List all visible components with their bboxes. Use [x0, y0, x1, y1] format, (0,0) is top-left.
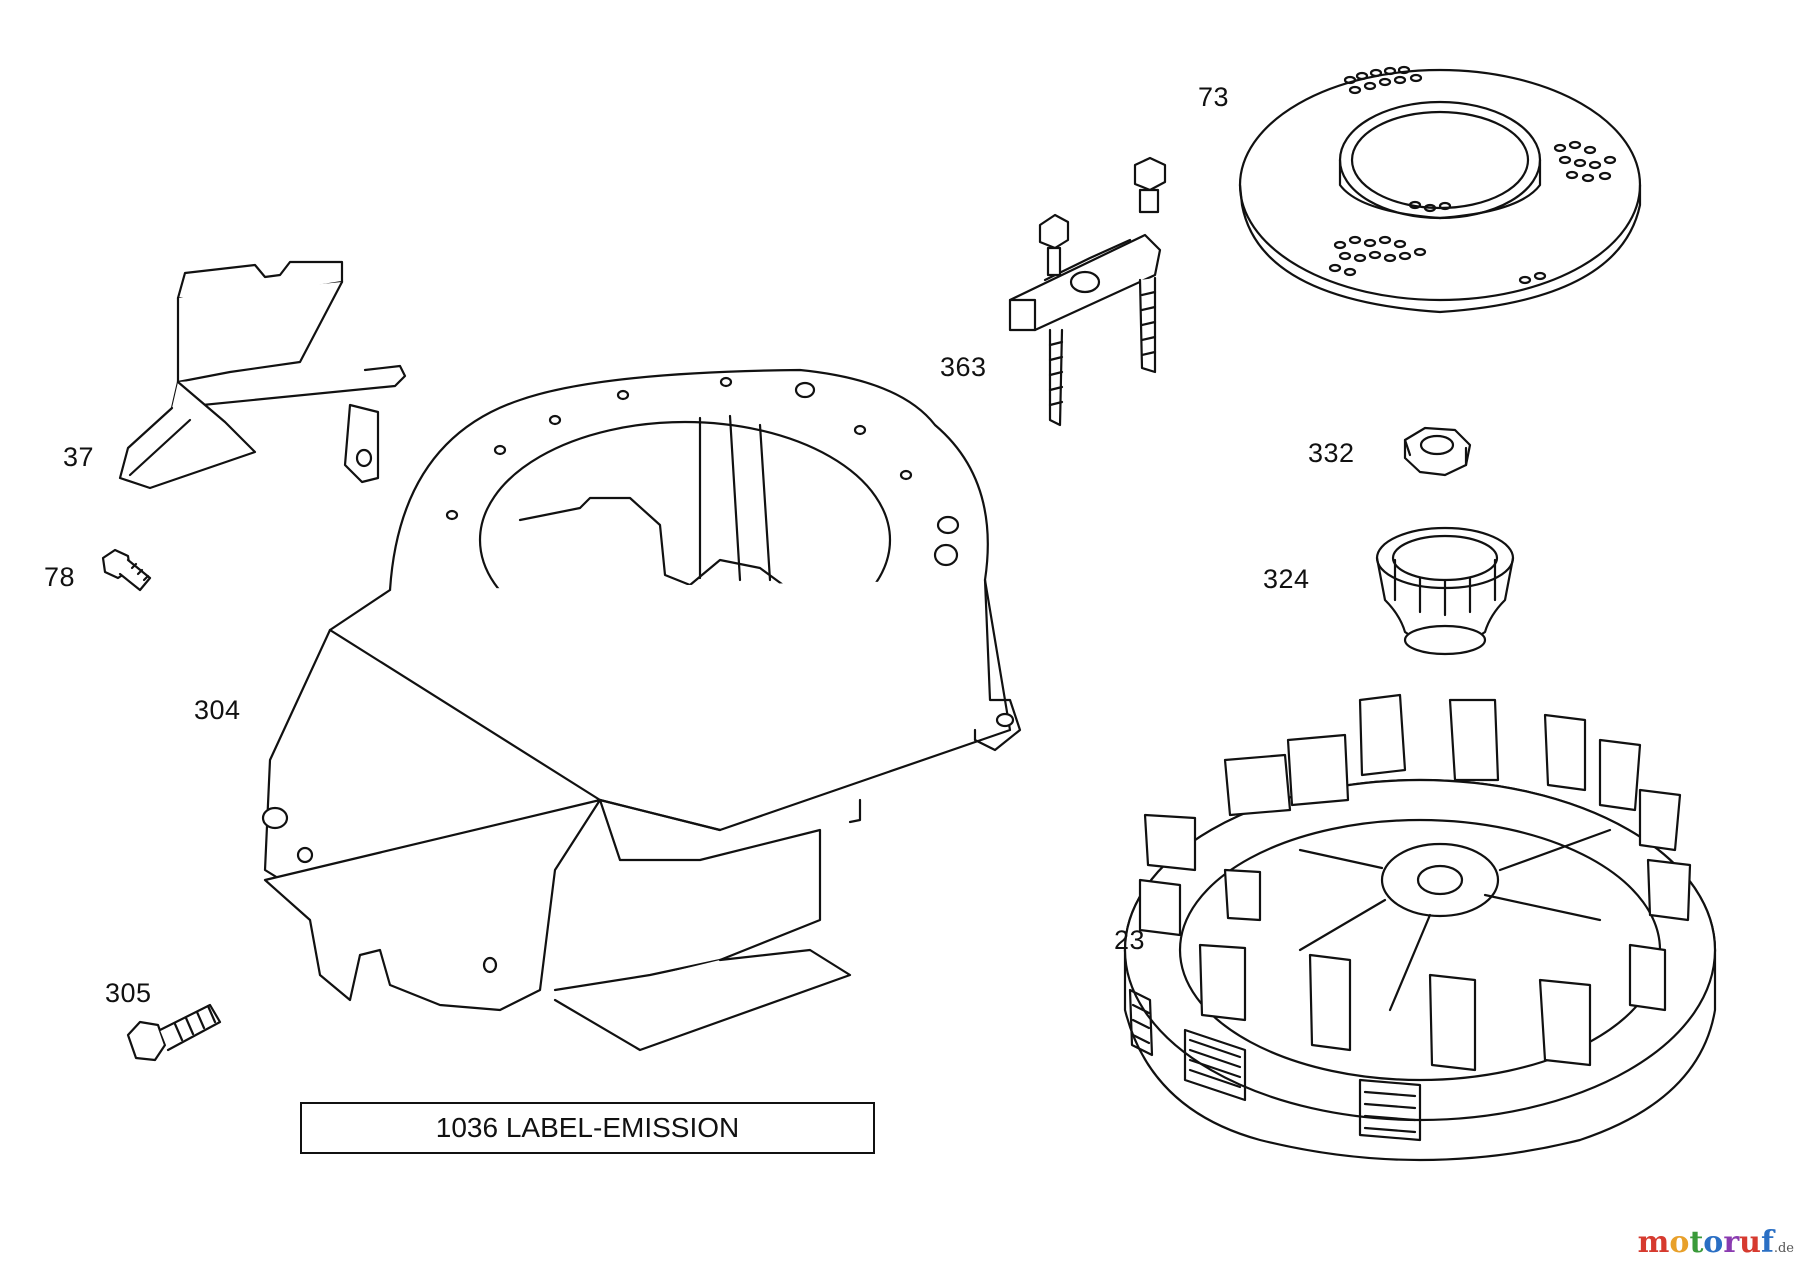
part-number-363: 363	[940, 352, 987, 382]
brake-bracket	[1008, 156, 1167, 427]
rotating-screen	[1238, 65, 1642, 314]
watermark-letter: o	[1703, 1225, 1724, 1260]
part-number-37: 37	[63, 442, 95, 472]
emission-label-callout: 1036 LABEL-EMISSION	[300, 1102, 875, 1154]
hex-nut	[1403, 426, 1472, 477]
flywheel-grille	[1128, 988, 1422, 1142]
watermark-letter: u	[1739, 1225, 1761, 1260]
flywheel	[1123, 693, 1717, 1162]
part-number-332: 332	[1308, 438, 1355, 468]
part-number-304: 304	[194, 695, 241, 725]
deflector-shield	[118, 260, 407, 490]
watermark-suffix: .de	[1773, 1241, 1794, 1256]
flywheel-fins	[1138, 693, 1692, 1072]
hex-bolt-small	[101, 548, 152, 592]
watermark-letter: o	[1669, 1225, 1690, 1260]
starter-cup	[1375, 526, 1515, 656]
part-number-305: 305	[105, 978, 152, 1008]
part-number-23: 23	[1114, 925, 1146, 955]
part-number-73: 73	[1198, 82, 1230, 112]
hex-bolt-large	[126, 1003, 222, 1062]
watermark-letter: r	[1723, 1225, 1740, 1260]
emission-label-text: 1036 LABEL-EMISSION	[435, 1112, 740, 1143]
part-number-78: 78	[44, 562, 76, 592]
screen-perforations	[1328, 65, 1617, 285]
part-number-324: 324	[1263, 564, 1310, 594]
blower-housing	[261, 368, 1022, 1052]
watermark-letter: m	[1637, 1225, 1670, 1260]
watermark-logo: motoruf.de	[1638, 1225, 1794, 1260]
watermark-letter: t	[1689, 1225, 1704, 1260]
watermark-letter: f	[1760, 1225, 1774, 1260]
watermark-text: motoruf	[1638, 1225, 1774, 1260]
